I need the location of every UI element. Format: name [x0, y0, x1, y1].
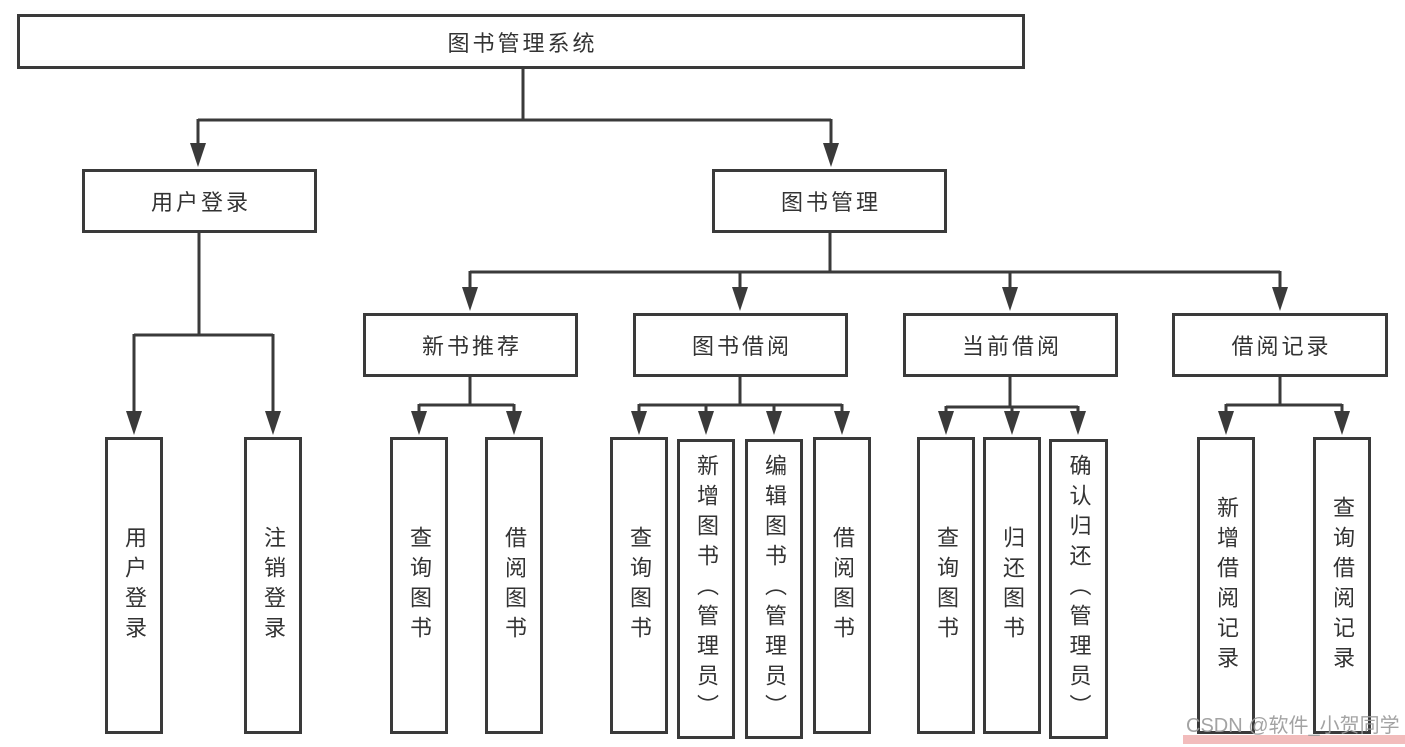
node-library-management-system: 图书管理系统 — [17, 14, 1025, 69]
connector-current-to-leaves — [938, 377, 1086, 435]
leaf-borrow-books-recommend: 借阅图书 — [485, 437, 543, 734]
leaf-add-book-admin: 新增图书（管理员） — [677, 439, 735, 739]
leaf-add-borrow-record: 新增借阅记录 — [1197, 437, 1255, 734]
node-book-management: 图书管理 — [712, 169, 947, 233]
leaf-logout: 注销登录 — [244, 437, 302, 734]
leaf-borrow-books-borrow: 借阅图书 — [813, 437, 871, 734]
connector-root-to-level1 — [190, 68, 839, 167]
watermark-text: CSDN @软件_小贺同学 — [1186, 715, 1400, 737]
connector-borrow-to-leaves — [631, 377, 850, 435]
connector-recommend-to-leaves — [411, 377, 522, 435]
node-new-book-recommend: 新书推荐 — [363, 313, 578, 377]
leaf-query-books-current: 查询图书 — [917, 437, 975, 734]
node-current-borrow: 当前借阅 — [903, 313, 1118, 377]
connector-login-to-leaves — [126, 233, 281, 435]
watermark-chip — [1183, 735, 1405, 744]
leaf-confirm-return-admin: 确认归还（管理员） — [1049, 439, 1108, 739]
node-user-login: 用户登录 — [82, 169, 317, 233]
leaf-query-books-recommend: 查询图书 — [390, 437, 448, 734]
leaf-return-book: 归还图书 — [983, 437, 1041, 734]
connector-management-to-level2 — [462, 233, 1288, 311]
node-book-borrow: 图书借阅 — [633, 313, 848, 377]
leaf-query-books-borrow: 查询图书 — [610, 437, 668, 734]
leaf-user-login: 用户登录 — [105, 437, 163, 734]
connector-records-to-leaves — [1218, 377, 1350, 435]
leaf-query-borrow-record: 查询借阅记录 — [1313, 437, 1371, 734]
node-borrow-records: 借阅记录 — [1172, 313, 1388, 377]
leaf-edit-book-admin: 编辑图书（管理员） — [745, 439, 803, 739]
